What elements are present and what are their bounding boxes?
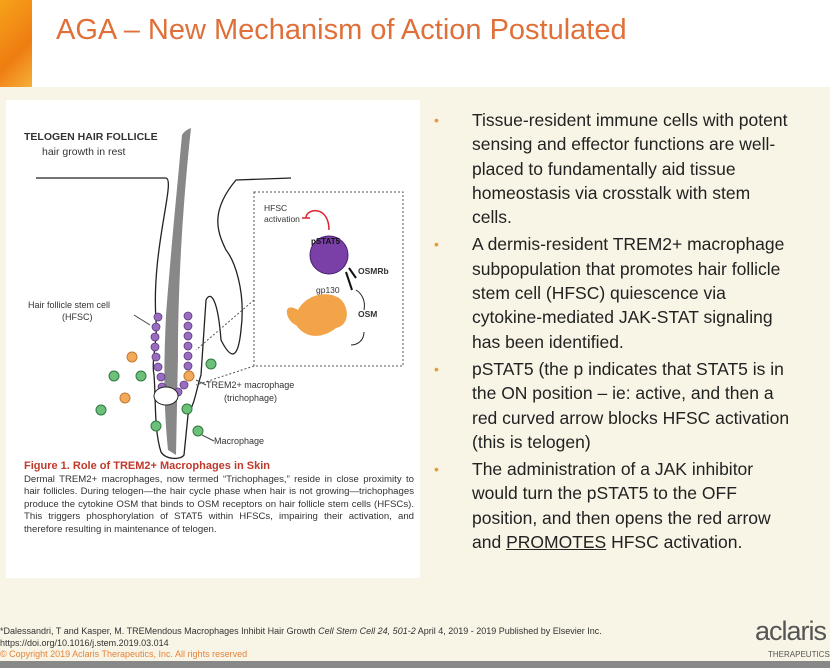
label-gp130: gp130 (316, 285, 340, 295)
slide-title: AGA – New Mechanism of Action Postulated (56, 14, 627, 46)
bullet-line: pSTAT5 (the p indicates that STAT5 is in (472, 358, 784, 379)
bullet-line: would turn the pSTAT5 to the OFF (472, 483, 737, 504)
copyright: © Copyright 2019 Aclaris Therapeutics, I… (0, 649, 248, 659)
aclaris-logo-sub: THERAPEUTICS (768, 650, 830, 659)
aclaris-logo: aclaris (755, 616, 827, 646)
macrophages (95, 358, 217, 437)
label-osmrb: OSMRb (358, 266, 389, 276)
label-macrophage: Macrophage (214, 436, 265, 446)
bullet-line: (this is telogen) (472, 431, 591, 452)
trichophage-cell (286, 294, 347, 336)
reference-journal: Cell Stem Cell 24, 501-2 (318, 626, 416, 636)
bullet-line: sensing and effector functions are well- (472, 134, 776, 155)
reference-date: April 4, 2019 - 2019 Published by Elsevi… (415, 626, 602, 636)
slide-header (0, 0, 830, 87)
bottom-bar (0, 661, 830, 668)
bullet-line: stem cell (HFSC) quiescence via (472, 283, 726, 304)
bullet-line: subpopulation that promotes hair follicl… (472, 258, 781, 279)
reference: *Dalessandri, T and Kasper, M. TREMendou… (0, 626, 602, 649)
reference-doi[interactable]: https://doi.org/10.1016/j.stem.2019.03.0… (0, 637, 169, 648)
bullet-line: cells. (472, 207, 512, 228)
bullet-icon: • (434, 360, 439, 377)
zoom-inset (253, 191, 404, 367)
label-trem2: TREM2+ macrophage (206, 380, 295, 390)
hair-follicle-diagram (36, 128, 404, 460)
label-activation: activation (264, 214, 300, 224)
bullet-icon: • (434, 236, 439, 253)
label-trichophage: (trichophage) (224, 393, 278, 403)
trichophages (119, 351, 195, 404)
figure-panel: TELOGEN HAIR FOLLICLE hair growth in res… (6, 100, 420, 578)
figure-caption: Dermal TREM2+ macrophages, now termed “T… (24, 474, 414, 535)
bullet-list: • Tissue-resident immune cells with poten… (434, 108, 830, 557)
label-pstat5: pSTAT5 (311, 237, 341, 246)
bullet-line: Tissue-resident immune cells with potent (472, 110, 788, 130)
bullet-line: the ON position – ie: active, and then a (472, 383, 774, 404)
bullet-line: A dermis-resident TREM2+ macrophage (472, 234, 785, 255)
bullet-item: • pSTAT5 (the p indicates that STAT5 is i… (434, 357, 830, 454)
bullet-line: placed to fundamentally aid tissue (472, 158, 736, 179)
bullet-line: cytokine-mediated JAK-STAT signaling (472, 307, 773, 328)
label-hfsc: HFSC (264, 203, 288, 213)
label-osm: OSM (358, 309, 378, 319)
pstat5-cell (309, 235, 349, 275)
bullet-item: • Tissue-resident immune cells with poten… (434, 108, 830, 229)
bullet-item: • The administration of a JAK inhibitor wo… (434, 457, 830, 554)
label-hfsc-abbr: (HFSC) (62, 312, 93, 322)
macrophage-leader (201, 434, 215, 442)
bullet-line: red curved arrow blocks HFSC activation (472, 407, 790, 428)
bullet-line: HFSC activation. (606, 532, 743, 553)
bullet-line: has been identified. (472, 331, 624, 352)
follicle-outline (36, 177, 292, 460)
bullet-line: PROMOTES (506, 532, 607, 553)
label-hfsc-cell: Hair follicle stem cell (28, 300, 111, 310)
bullet-icon: • (434, 112, 439, 128)
diagram-heading: TELOGEN HAIR FOLLICLE (24, 131, 158, 143)
reference-authors: *Dalessandri, T and Kasper, M. TREMendou… (0, 626, 319, 636)
bullet-line: position, and then opens the red arrow (472, 507, 771, 528)
bullet-line: homeostasis via crosstalk with stem (472, 182, 751, 203)
hair-shaft (164, 128, 191, 455)
dermal-papilla (153, 386, 179, 406)
bullet-item: • A dermis-resident TREM2+ macrophage subp… (434, 232, 830, 353)
inhibition-arrow (305, 210, 330, 231)
bullet-line: and (472, 532, 507, 553)
bullet-icon: • (434, 461, 439, 478)
figure-caption-title: Figure 1. Role of TREM2+ Macrophages in … (24, 460, 271, 472)
diagram-subheading: hair growth in rest (42, 146, 126, 158)
corner-decoration (0, 0, 32, 87)
bullet-line: The administration of a JAK inhibitor (472, 459, 754, 480)
